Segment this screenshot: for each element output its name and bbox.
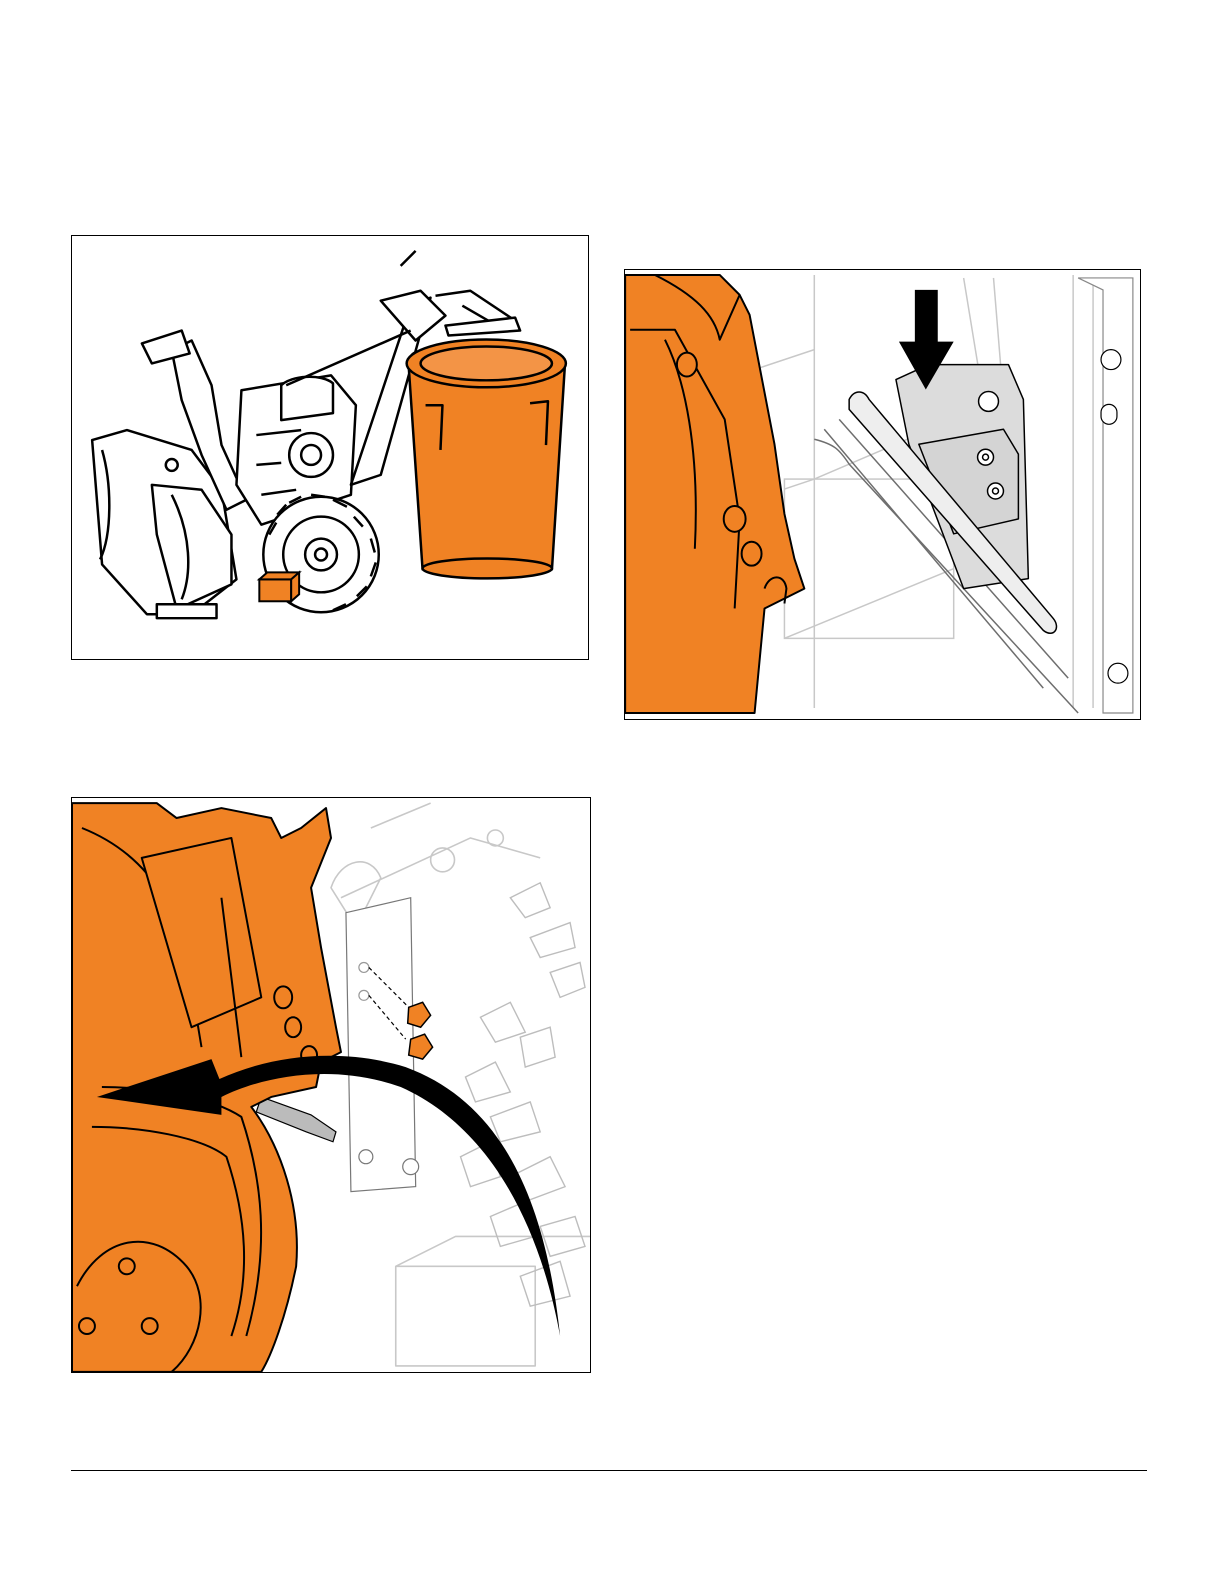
auger-bracket-illustration: [625, 270, 1140, 719]
figure-snowblower-with-bucket: [71, 235, 589, 660]
auger-housing-tilt-illustration: [72, 798, 590, 1372]
figure-auger-housing-tilt: [71, 797, 591, 1373]
figure-auger-bracket: [624, 269, 1141, 720]
snowblower-illustration: [72, 236, 588, 659]
footer-divider: [71, 1470, 1147, 1471]
